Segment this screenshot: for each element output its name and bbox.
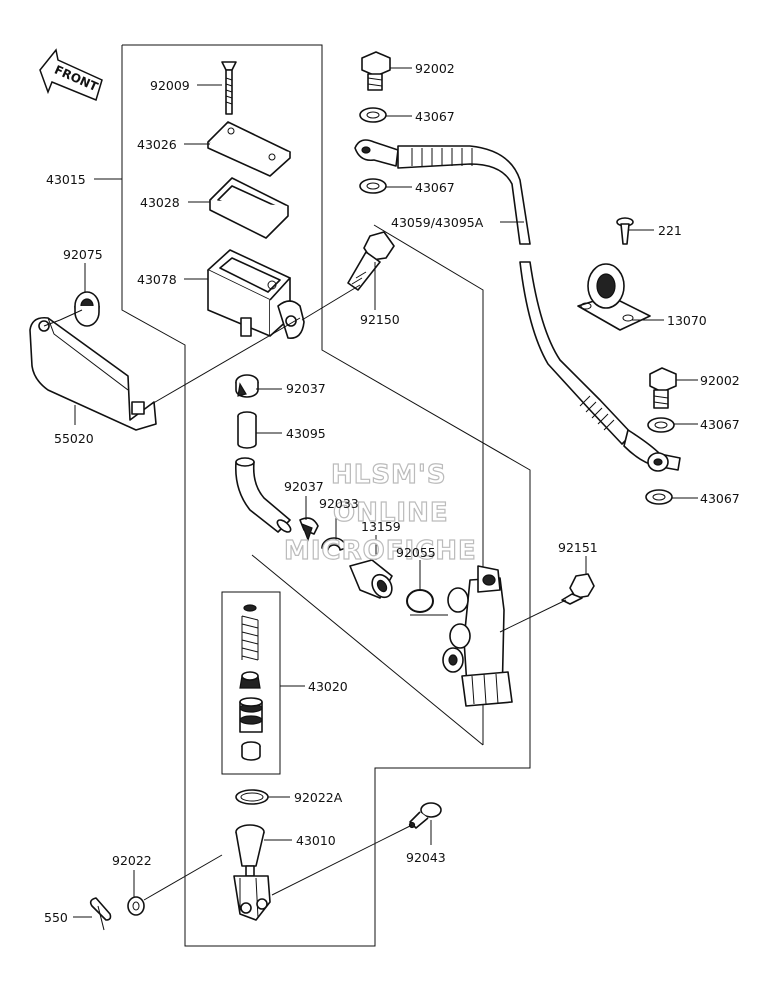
label-221: 221 xyxy=(658,223,682,238)
watermark-line3: MICROFICHE xyxy=(284,536,477,566)
label-92009: 92009 xyxy=(150,78,190,93)
screw-221 xyxy=(616,217,634,245)
label-92075: 92075 xyxy=(63,247,103,262)
label-43015: 43015 xyxy=(46,172,86,187)
label-92150: 92150 xyxy=(360,312,400,327)
clamp-92037-top xyxy=(235,374,259,398)
screw-92009 xyxy=(221,61,237,115)
label-43026: 43026 xyxy=(137,137,177,152)
part-labels: 92009 43026 43015 43028 92075 43078 9215… xyxy=(44,61,740,925)
label-43028: 43028 xyxy=(140,195,180,210)
guard-55020 xyxy=(29,316,157,431)
washer-43067-1 xyxy=(359,107,387,123)
grommet-92075 xyxy=(74,291,100,327)
label-92055: 92055 xyxy=(396,545,436,560)
washer-43067-3 xyxy=(647,417,675,433)
circlip-92022A xyxy=(235,789,269,805)
piston-kit-43020 xyxy=(239,604,263,761)
label-43067-3: 43067 xyxy=(700,417,740,432)
label-55020: 55020 xyxy=(54,431,94,446)
label-92022: 92022 xyxy=(112,853,152,868)
label-43067-1: 43067 xyxy=(415,109,455,124)
label-43067-2: 43067 xyxy=(415,180,455,195)
watermark: HLSM'S ONLINE MICROFICHE xyxy=(283,459,477,566)
label-13070: 13070 xyxy=(667,313,707,328)
banjo-bolt-92002-top xyxy=(361,51,391,91)
circlip-92033 xyxy=(321,537,347,551)
clamp-92037-lower xyxy=(299,517,319,542)
bolt-92150 xyxy=(347,231,395,291)
diaphragm-43028 xyxy=(209,177,289,239)
label-43078: 43078 xyxy=(137,272,177,287)
master-cylinder-body xyxy=(442,565,513,707)
washer-43067-2 xyxy=(359,178,387,194)
bracket-13070 xyxy=(577,263,651,331)
label-13159: 13159 xyxy=(361,519,401,534)
leader-lines xyxy=(43,67,698,918)
push-rod-43010 xyxy=(233,824,271,921)
label-92043: 92043 xyxy=(406,850,446,865)
label-43020: 43020 xyxy=(308,679,348,694)
label-43010: 43010 xyxy=(296,833,336,848)
connector-13159 xyxy=(349,559,393,599)
label-92002-lower: 92002 xyxy=(700,373,740,388)
watermark-line2: ONLINE xyxy=(333,498,449,528)
front-arrow-icon: FRONT xyxy=(39,48,103,102)
washer-43067-4 xyxy=(645,489,673,505)
cotter-pin-550 xyxy=(89,897,112,931)
label-92151: 92151 xyxy=(558,540,598,555)
label-92022A: 92022A xyxy=(294,790,343,805)
label-92002-top: 92002 xyxy=(415,61,455,76)
hose-curved xyxy=(234,457,292,533)
label-550: 550 xyxy=(44,910,68,925)
label-92033: 92033 xyxy=(319,496,359,511)
reservoir-cap-43026 xyxy=(207,121,291,177)
label-43095: 43095 xyxy=(286,426,326,441)
washer-92022 xyxy=(127,896,145,916)
hose-43095 xyxy=(237,411,257,449)
label-92037-top: 92037 xyxy=(286,381,326,396)
o-ring-92055 xyxy=(406,589,434,613)
clevis-pin-92043 xyxy=(408,802,442,829)
banjo-bolt-92002-lower xyxy=(649,367,677,409)
watermark-line1: HLSM'S xyxy=(331,460,447,490)
label-43067-4: 43067 xyxy=(700,491,740,506)
reservoir-43078 xyxy=(207,249,305,339)
brake-hose-43059 xyxy=(354,139,681,472)
label-92037-lower: 92037 xyxy=(284,479,324,494)
bolt-92151 xyxy=(561,573,595,605)
label-43059-43095A: 43059/43095A xyxy=(391,215,484,230)
